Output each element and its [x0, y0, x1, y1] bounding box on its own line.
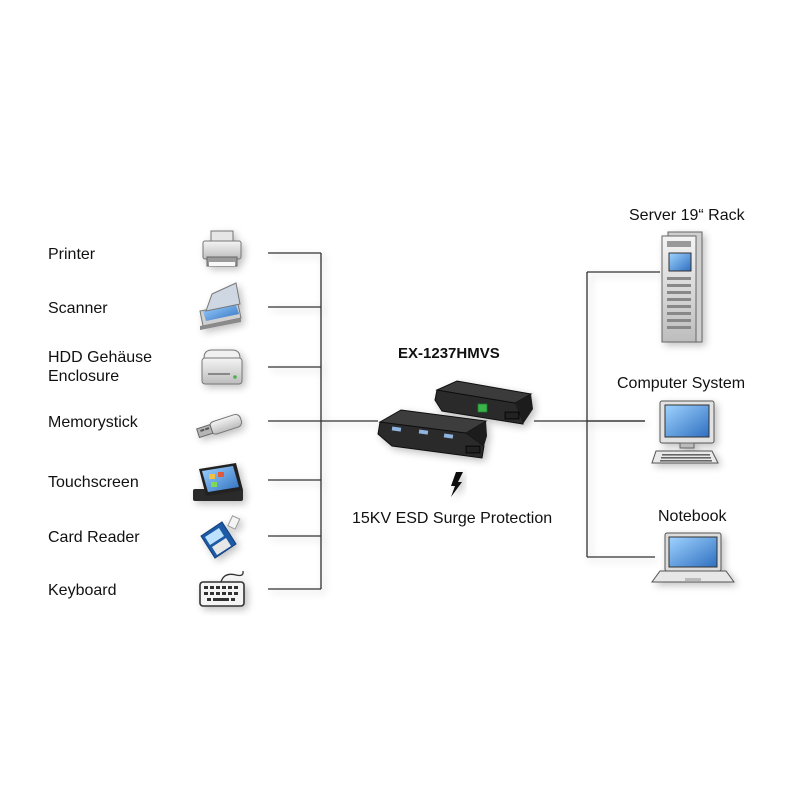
label-hdd-line1: HDD Gehäuse — [48, 349, 153, 366]
printer-icon — [202, 230, 242, 267]
label-scanner: Scanner — [48, 300, 108, 317]
label-memorystick: Memorystick — [48, 414, 138, 431]
label-touchscreen: Touchscreen — [48, 474, 139, 491]
lightning-icon — [451, 472, 463, 497]
hub-model-title: EX-1237HMVS — [398, 345, 500, 362]
server-rack-icon — [661, 231, 703, 343]
card-reader-icon — [200, 515, 241, 559]
label-notebook: Notebook — [658, 508, 727, 525]
desktop-computer-icon — [651, 400, 719, 464]
label-card-reader: Card Reader — [48, 529, 140, 546]
connection-lines — [268, 252, 660, 590]
touchscreen-icon — [193, 463, 243, 501]
scanner-icon — [199, 282, 242, 330]
hub-protection-text: 15KV ESD Surge Protection — [352, 510, 553, 527]
label-printer: Printer — [48, 246, 96, 263]
memorystick-icon — [196, 413, 243, 439]
label-hdd-line2: Enclosure — [48, 368, 120, 385]
notebook-icon — [651, 532, 735, 583]
label-server-rack: Server 19“ Rack — [629, 207, 745, 224]
label-computer-system: Computer System — [617, 375, 746, 392]
label-hdd-enclosure: HDD Gehäuse Enclosure — [48, 348, 152, 386]
keyboard-icon — [199, 570, 245, 607]
usb-hub-icon — [377, 380, 533, 459]
hdd-enclosure-icon — [201, 349, 243, 385]
label-keyboard: Keyboard — [48, 582, 117, 599]
